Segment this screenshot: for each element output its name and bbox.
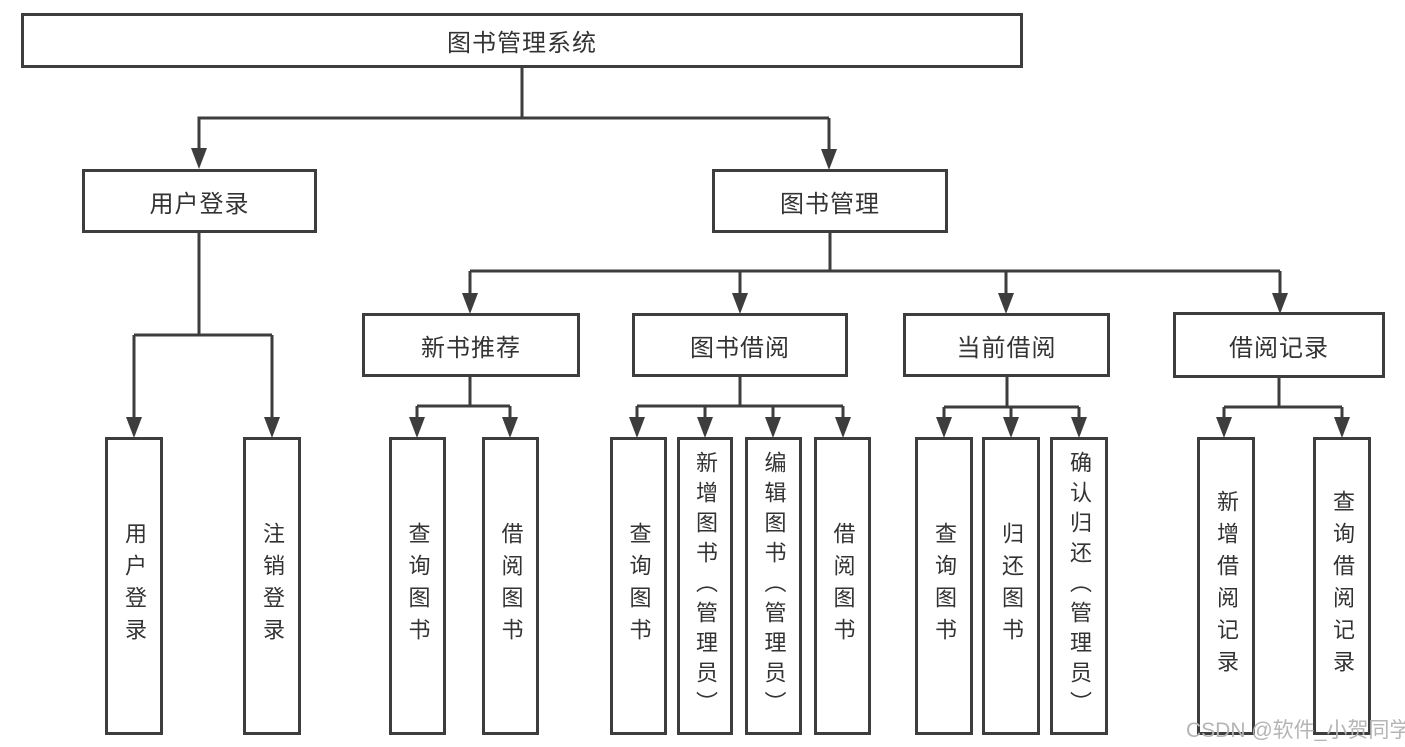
leaf-records-add-record: 新增借阅记录 xyxy=(1197,437,1255,735)
leaf-newbooks-query-books: 查询图书 xyxy=(389,437,446,735)
csdn-watermark: CSDN @软件_小贺同学 xyxy=(1186,719,1405,742)
leaf-user-login: 用户登录 xyxy=(105,437,163,735)
node-user-login: 用户登录 xyxy=(82,169,317,233)
node-new-book-recommend: 新书推荐 xyxy=(362,313,580,377)
leaf-borrow-query-books: 查询图书 xyxy=(610,437,667,735)
leaf-current-confirm-return-admin: 确认归还（管理员） xyxy=(1050,437,1108,735)
leaf-current-return-books: 归还图书 xyxy=(982,437,1040,735)
leaf-current-query-books: 查询图书 xyxy=(915,437,973,735)
leaf-borrow-edit-books-admin: 编辑图书（管理员） xyxy=(745,437,802,735)
leaf-records-query-record: 查询借阅记录 xyxy=(1313,437,1371,735)
node-book-borrowing: 图书借阅 xyxy=(632,313,848,377)
leaf-logout: 注销登录 xyxy=(243,437,301,735)
arrowheads xyxy=(126,148,1350,438)
node-book-management: 图书管理 xyxy=(712,169,948,233)
leaf-newbooks-borrow-books: 借阅图书 xyxy=(482,437,539,735)
node-current-borrowing: 当前借阅 xyxy=(903,313,1110,377)
leaf-borrow-borrow-books: 借阅图书 xyxy=(814,437,871,735)
node-library-management-system: 图书管理系统 xyxy=(21,13,1023,68)
node-borrowing-records: 借阅记录 xyxy=(1173,312,1385,378)
leaf-borrow-add-books-admin: 新增图书（管理员） xyxy=(677,437,733,735)
